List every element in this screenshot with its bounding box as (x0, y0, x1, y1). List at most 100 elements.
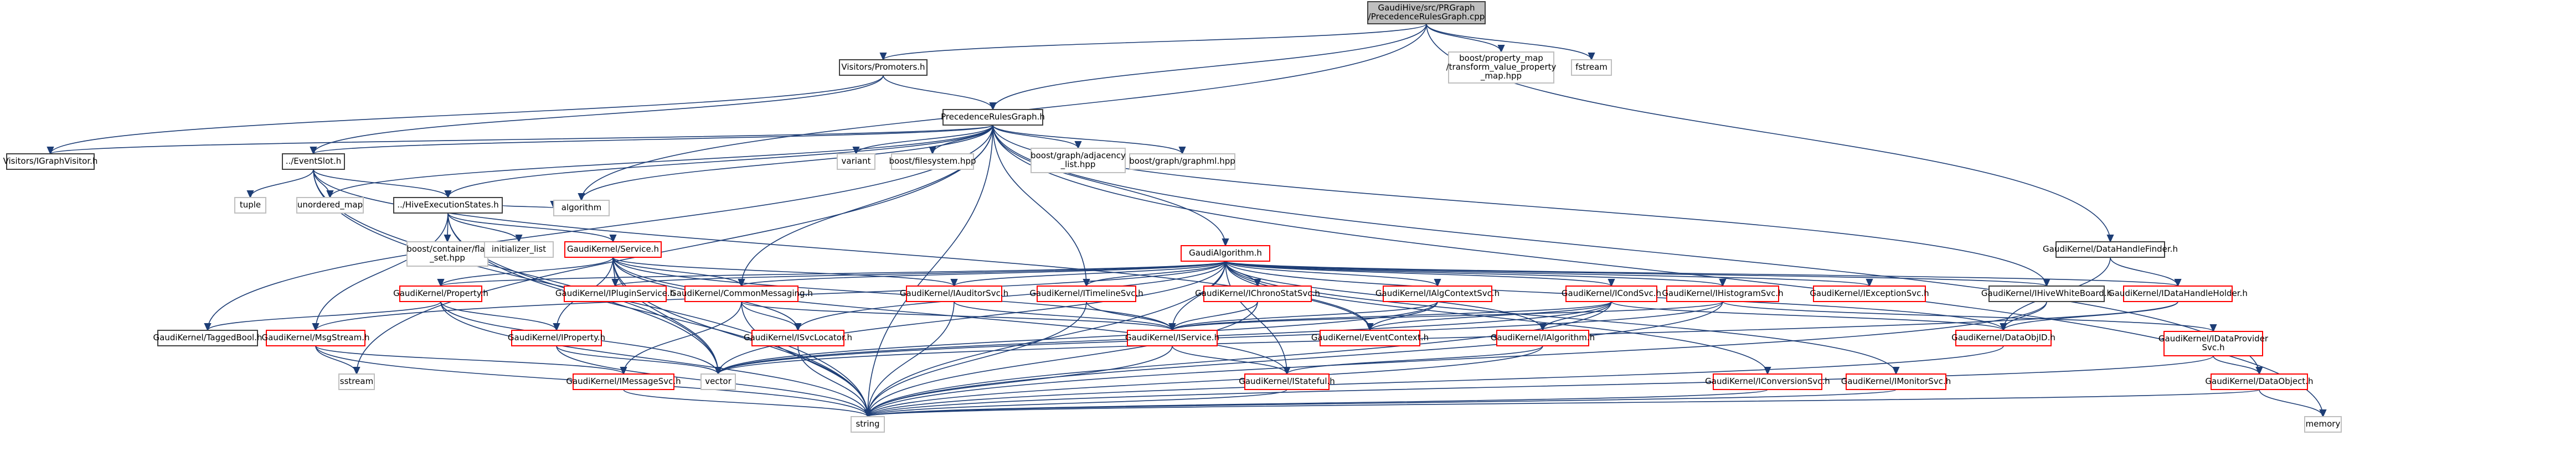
edge-visprom-to-visgraph (50, 75, 884, 154)
node-label: GaudiKernel/IAuditorSvc.h (900, 288, 1008, 298)
node-iservice[interactable]: GaudiKernel/IService.h (1125, 330, 1219, 346)
node-algorithm: algorithm (553, 200, 610, 216)
node-visprom[interactable]: Visitors/Promoters.h (839, 59, 928, 76)
edge-dataobjid-to-string (868, 345, 2004, 417)
node-label: boost/container/flat (406, 244, 488, 254)
edge-ihisto-to-vector (718, 301, 1723, 374)
node-label: Visitors/Promoters.h (841, 62, 925, 72)
node-tagbool[interactable]: GaudiKernel/TaggedBool.h (153, 330, 262, 346)
node-label: tuple (240, 200, 261, 210)
node-box (891, 153, 974, 170)
edge-prg-to-commsg (741, 124, 993, 286)
node-ihisto[interactable]: GaudiKernel/IHistogramSvc.h (1662, 285, 1784, 302)
node-label: GaudiHive/src/PRGraph (1378, 3, 1475, 13)
node-box (684, 285, 798, 302)
node-gaudialg[interactable]: GaudiAlgorithm.h (1181, 245, 1270, 262)
node-box (1383, 285, 1492, 302)
node-label: GaudiKernel/Property.h (393, 288, 488, 298)
node-box (1367, 1, 1486, 24)
node-box (2211, 373, 2308, 390)
node-box (511, 330, 602, 346)
edge-msgstream-to-sstream (315, 345, 357, 374)
node-box (1713, 373, 1822, 390)
edge-ihisto-to-string (868, 301, 1723, 417)
node-string: string (851, 416, 885, 433)
node-ialgorithm[interactable]: GaudiKernel/IAlgorithm.h (1491, 330, 1595, 346)
edge-idhh-to-vector (718, 301, 2178, 374)
node-hes[interactable]: ../HiveExecutionStates.h (393, 197, 503, 214)
node-service[interactable]: GaudiKernel/Service.h (564, 241, 662, 258)
node-prg[interactable]: PrecedenceRulesGraph.h (941, 109, 1045, 126)
edge-prg-to-string (868, 124, 993, 417)
edge-gaudialg-to-iexcept (1225, 261, 1869, 286)
node-box (6, 153, 95, 170)
node-iauditor[interactable]: GaudiKernel/IAuditorSvc.h (900, 285, 1008, 302)
node-label: GaudiKernel/IAlgContextSvc.h (1375, 288, 1500, 298)
node-icondsvc[interactable]: GaudiKernel/ICondSvc.h (1562, 285, 1661, 302)
edge-commsg-to-isvcloc (741, 301, 798, 330)
node-umap: unordered_map (296, 197, 364, 214)
edge-prg-to-visgraph (50, 124, 993, 154)
node-label: GaudiKernel/Service.h (567, 244, 659, 254)
edge-root-to-prg (993, 23, 1427, 110)
node-istateful[interactable]: GaudiKernel/IStateful.h (1239, 373, 1335, 390)
node-label: GaudiKernel/DataHandleFinder.h (2043, 244, 2178, 254)
node-label: Visitors/IGraphVisitor.h (3, 156, 98, 166)
node-commsg[interactable]: GaudiKernel/CommonMessaging.h (670, 285, 813, 302)
edge-ihisto-to-idp (1722, 301, 2213, 331)
node-box (2055, 241, 2165, 258)
edge-commsg-to-iservice (741, 301, 1172, 330)
node-box (234, 197, 266, 214)
edge-gaudialg-to-ialgctx (1225, 261, 1438, 286)
edge-gaudialg-to-idhh (1225, 261, 2178, 286)
node-dataobjid[interactable]: GaudiKernel/DataObjID.h (1951, 330, 2055, 346)
node-property[interactable]: GaudiKernel/Property.h (393, 285, 488, 302)
node-dataobj[interactable]: GaudiKernel/DataObject.h (2205, 373, 2314, 390)
edge-hes-to-service (447, 212, 613, 242)
node-box (296, 197, 364, 214)
node-bcfs: boost/container/flat_set.hpp (406, 241, 488, 267)
node-idhh[interactable]: GaudiKernel/IDataHandleHolder.h (2108, 285, 2248, 302)
node-label: GaudiKernel/IService.h (1125, 333, 1219, 342)
node-box (1846, 373, 1946, 390)
edge-gaudialg-to-iconv (1225, 261, 1768, 374)
node-iplugin[interactable]: GaudiKernel/IPluginService.h (555, 285, 675, 302)
node-dhf[interactable]: GaudiKernel/DataHandleFinder.h (2043, 241, 2178, 258)
node-iconv[interactable]: GaudiKernel/IConversionSvc.h (1705, 373, 1830, 390)
node-variant: variant (837, 153, 875, 170)
node-label: GaudiKernel/IChronoStatSvc.h (1195, 288, 1320, 298)
node-isvcloc[interactable]: GaudiKernel/ISvcLocator.h (744, 330, 852, 346)
node-root[interactable]: GaudiHive/src/PRGraph/PrecedenceRulesGra… (1367, 1, 1486, 24)
node-ialgctx[interactable]: GaudiKernel/IAlgContextSvc.h (1375, 285, 1500, 302)
node-ichrono[interactable]: GaudiKernel/IChronoStatSvc.h (1195, 285, 1320, 302)
node-eventslot[interactable]: ../EventSlot.h (282, 153, 345, 170)
node-box (1988, 285, 2105, 302)
node-iproperty[interactable]: GaudiKernel/IProperty.h (508, 330, 605, 346)
node-itimeline[interactable]: GaudiKernel/ITimelineSvc.h (1029, 285, 1143, 302)
node-box (942, 109, 1043, 126)
node-eventctx[interactable]: GaudiKernel/EventContext.h (1311, 330, 1429, 346)
node-ihwb[interactable]: GaudiKernel/IHiveWhiteBoard.h (1981, 285, 2112, 302)
node-imon[interactable]: GaudiKernel/IMonitorSvc.h (1841, 373, 1951, 390)
node-label: GaudiKernel/ITimelineSvc.h (1029, 288, 1143, 298)
node-box (1203, 285, 1312, 302)
node-box (1955, 330, 2052, 346)
node-label: string (856, 419, 879, 429)
edge-iauditor-to-iservice (954, 301, 1172, 330)
edge-dhf-to-idhh (2110, 257, 2178, 286)
node-iexcept[interactable]: GaudiKernel/IExceptionSvc.h (1810, 285, 1929, 302)
node-box (393, 197, 503, 214)
node-label: GaudiKernel/EventContext.h (1311, 333, 1429, 342)
node-box (573, 373, 674, 390)
node-box (564, 285, 667, 302)
node-imsgsvc[interactable]: GaudiKernel/IMessageSvc.h (566, 373, 681, 390)
edge-dataobj-to-memory (2259, 389, 2323, 417)
node-box (1448, 51, 1554, 84)
edge-gaudialg-to-iplugin (615, 261, 1226, 286)
node-label: GaudiKernel/TaggedBool.h (153, 333, 262, 342)
node-visgraph[interactable]: Visitors/IGraphVisitor.h (3, 153, 98, 170)
node-label: ../HiveExecutionStates.h (397, 200, 499, 210)
node-msgstream[interactable]: GaudiKernel/MsgStream.h (261, 330, 370, 346)
edge-dataobj-to-string (868, 389, 2260, 417)
